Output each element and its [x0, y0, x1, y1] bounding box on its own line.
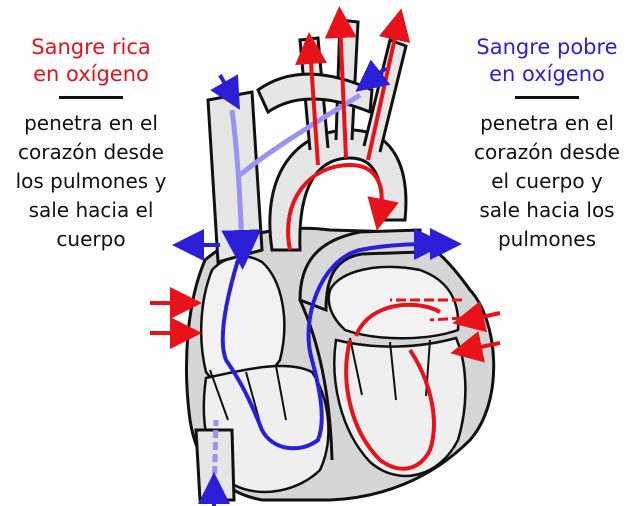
oxygen-rich-desc-line-4: sale hacia el [28, 198, 154, 222]
arrow-icon [452, 300, 501, 333]
oxygen-rich-desc-line-2: corazón desde [18, 140, 164, 164]
oxygenated-flow-branch-3 [366, 8, 411, 161]
arrow-icon [210, 74, 240, 110]
oxygen-poor-heading-line-2: en oxígeno [489, 62, 605, 86]
arrow-icon [450, 331, 501, 363]
deoxygenated-flow-upper [221, 109, 262, 270]
oxygen-poor-desc-line-5: pulmones [497, 227, 597, 251]
deoxygenated-flow-crossing [238, 92, 362, 177]
aorta [268, 128, 408, 252]
oxygen-rich-heading: Sangre rica en oxígeno [2, 34, 180, 88]
oxygenated-flow-branch-2 [324, 6, 357, 159]
oxygen-rich-heading-line-2: en oxígeno [33, 62, 149, 86]
oxygen-poor-description: penetra en el corazón desde el cuerpo y … [458, 109, 633, 254]
deoxygenated-flow-right-heart [220, 228, 446, 451]
oxygen-poor-desc-line-1: penetra en el [480, 111, 614, 135]
oxygen-poor-desc-line-2: corazón desde [474, 140, 620, 164]
oxygen-rich-description: penetra en el corazón desde los pulmones… [2, 109, 180, 254]
oxygen-rich-desc-line-5: cuerpo [56, 227, 126, 251]
oxygenated-flow-aortic-arch [286, 162, 399, 251]
oxygen-poor-heading-line-1: Sangre pobre [476, 35, 618, 59]
oxygen-rich-divider [59, 96, 123, 99]
oxygen-poor-heading: Sangre pobre en oxígeno [458, 34, 633, 88]
oxygen-poor-desc-line-4: sale hacia los [479, 198, 615, 222]
oxygen-poor-caption: Sangre pobre en oxígeno penetra en el co… [458, 34, 633, 254]
septum [298, 299, 334, 461]
arrow-icon [355, 59, 391, 92]
oxygen-poor-divider [515, 96, 579, 99]
oxygen-rich-caption: Sangre rica en oxígeno penetra en el cor… [2, 34, 180, 254]
oxygenated-flow-left-heart [344, 302, 442, 471]
oxygen-poor-desc-line-3: el cuerpo y [491, 169, 603, 193]
oxygen-rich-desc-line-3: los pulmones y [15, 169, 167, 193]
oxygenated-flow-branch-1 [295, 32, 328, 166]
oxygen-rich-desc-line-1: penetra en el [24, 111, 158, 135]
oxygen-rich-heading-line-1: Sangre rica [31, 35, 151, 59]
